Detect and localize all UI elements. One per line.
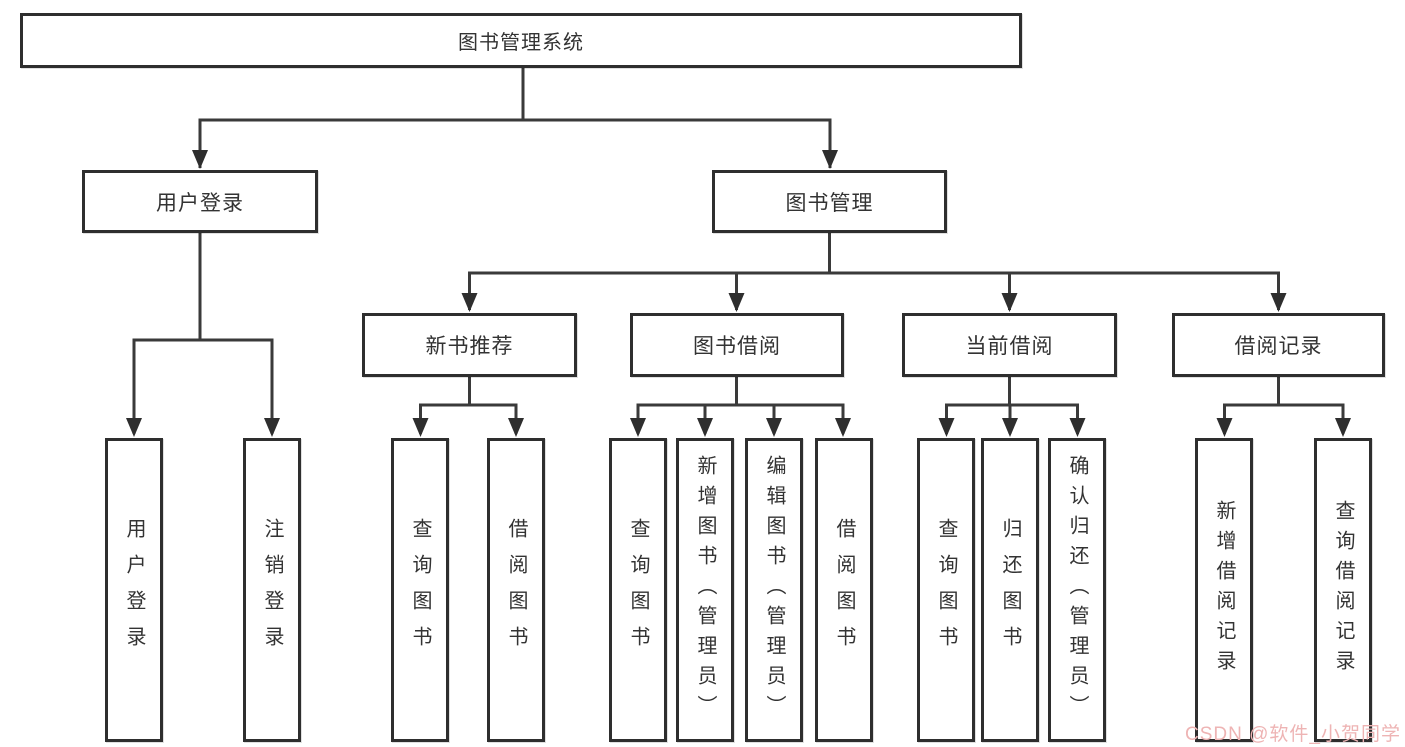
leaf-add-books-admin: 新增图书（管理员） (676, 438, 734, 742)
leaf-logout-label: 注销登录 (261, 518, 283, 662)
leaf-query-books-borrow-label: 查询图书 (627, 518, 649, 662)
node-library-management-system: 图书管理系统 (20, 13, 1022, 68)
leaf-user-login: 用户登录 (105, 438, 163, 742)
leaf-query-books-current: 查询图书 (917, 438, 975, 742)
leaf-confirm-return-admin: 确认归还（管理员） (1048, 438, 1106, 742)
leaf-query-borrow-record: 查询借阅记录 (1314, 438, 1372, 742)
leaf-query-books-borrow: 查询图书 (609, 438, 667, 742)
leaf-add-books-admin-label: 新增图书（管理员） (694, 455, 716, 725)
leaf-edit-books-admin: 编辑图书（管理员） (745, 438, 803, 742)
leaf-user-login-label: 用户登录 (123, 518, 145, 662)
node-book-management: 图书管理 (712, 170, 947, 233)
node-user-login: 用户登录 (82, 170, 318, 233)
leaf-query-books-current-label: 查询图书 (935, 518, 957, 662)
node-new-book-recommend: 新书推荐 (362, 313, 577, 377)
leaf-add-borrow-record: 新增借阅记录 (1195, 438, 1253, 742)
arrowheads (126, 150, 1351, 437)
watermark: CSDN @软件_小贺同学 (1185, 724, 1401, 745)
leaf-borrow-books-label: 借阅图书 (833, 518, 855, 662)
leaf-query-books-recommend-label: 查询图书 (409, 518, 431, 662)
node-current-borrow: 当前借阅 (902, 313, 1117, 377)
leaf-confirm-return-admin-label: 确认归还（管理员） (1066, 455, 1088, 725)
leaf-borrow-books-recommend: 借阅图书 (487, 438, 545, 742)
leaf-query-books-recommend: 查询图书 (391, 438, 449, 742)
leaf-borrow-books-recommend-label: 借阅图书 (505, 518, 527, 662)
leaf-edit-books-admin-label: 编辑图书（管理员） (763, 455, 785, 725)
leaf-borrow-books: 借阅图书 (815, 438, 873, 742)
leaf-return-books: 归还图书 (981, 438, 1039, 742)
leaf-logout: 注销登录 (243, 438, 301, 742)
leaf-return-books-label: 归还图书 (999, 518, 1021, 662)
leaf-add-borrow-record-label: 新增借阅记录 (1213, 500, 1235, 680)
node-book-borrow: 图书借阅 (630, 313, 844, 377)
leaf-query-borrow-record-label: 查询借阅记录 (1332, 500, 1354, 680)
node-borrow-records: 借阅记录 (1172, 313, 1385, 377)
